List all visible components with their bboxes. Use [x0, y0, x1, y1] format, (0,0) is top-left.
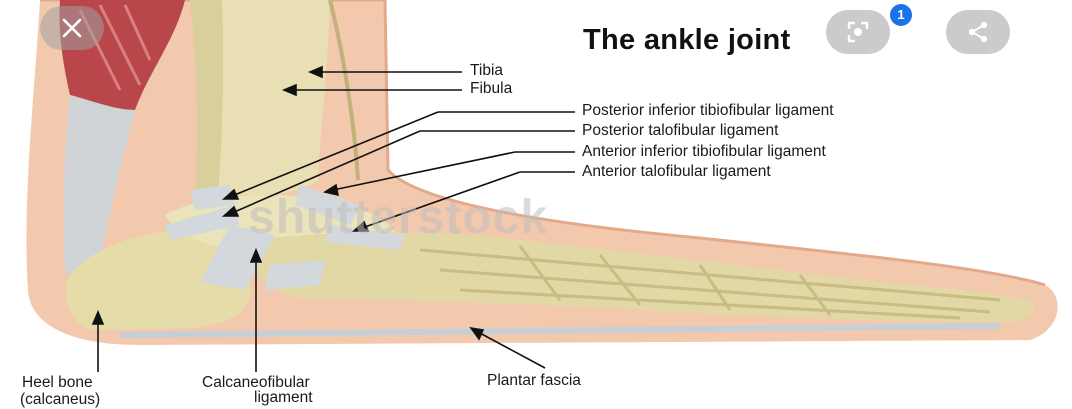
- label-plantar-fascia: Plantar fascia: [487, 372, 581, 390]
- close-icon: [60, 16, 84, 40]
- share-button[interactable]: [946, 10, 1010, 54]
- share-icon: [965, 19, 991, 45]
- lens-search-icon: [845, 19, 871, 45]
- label-ant-talofibular: Anterior talofibular ligament: [582, 163, 771, 181]
- label-post-inf-tibiofibular: Posterior inferior tibiofibular ligament: [582, 102, 834, 120]
- lens-search-button[interactable]: [826, 10, 890, 54]
- label-heel-bone: Heel bone: [22, 374, 93, 392]
- watermark: shutterstock: [248, 190, 548, 245]
- label-tibia: Tibia: [470, 62, 503, 80]
- tibia-bone: [215, 0, 330, 195]
- label-ant-inf-tibiofibular: Anterior inferior tibiofibular ligament: [582, 143, 826, 161]
- notification-badge: 1: [890, 4, 912, 26]
- label-calcaneofibular-ligament: ligament: [254, 389, 313, 407]
- close-button[interactable]: [40, 6, 104, 50]
- label-post-talofibular: Posterior talofibular ligament: [582, 122, 778, 140]
- label-calcaneus: (calcaneus): [20, 391, 100, 409]
- diagram-title: The ankle joint: [583, 24, 791, 57]
- label-fibula: Fibula: [470, 80, 512, 98]
